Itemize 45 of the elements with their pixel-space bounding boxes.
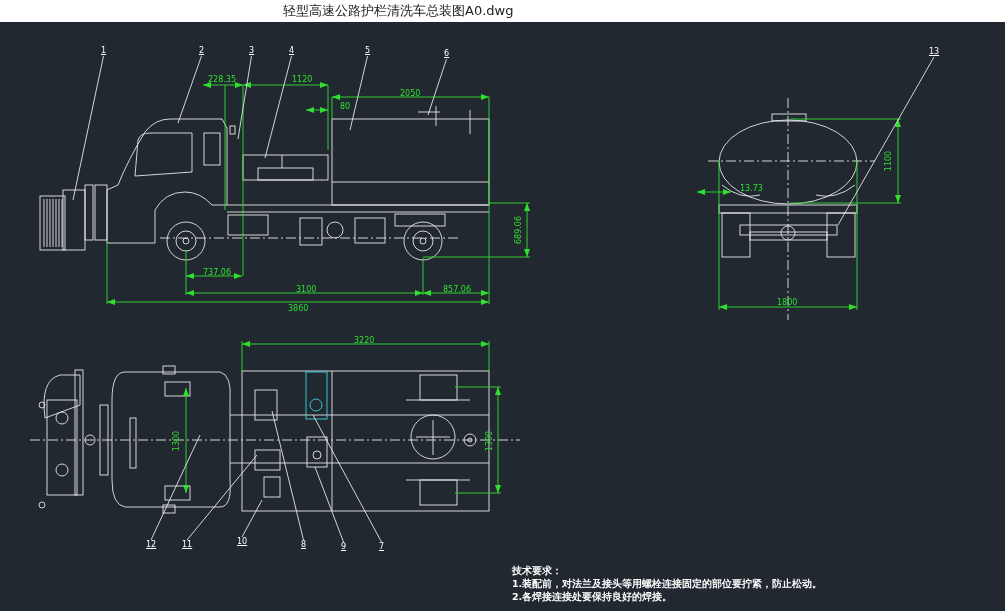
dimension-text: 689.06 xyxy=(513,216,523,244)
callout-number: 3 xyxy=(249,46,255,56)
note-text: 2.各焊接连接处要保持良好的焊接。 xyxy=(512,591,673,602)
dimension-text: 857.06 xyxy=(443,285,471,294)
leader-line xyxy=(312,414,382,543)
leader-line xyxy=(186,454,258,541)
callout-number: 1 xyxy=(101,46,107,56)
dimension-text: 13.73 xyxy=(740,184,763,193)
dimension-text: 228.35 xyxy=(208,75,236,84)
dimension-text: 80 xyxy=(340,102,351,111)
dimension-text: 3220 xyxy=(354,336,375,345)
dimension-text: 1120 xyxy=(292,75,313,84)
leader-line xyxy=(177,55,202,124)
leader-line xyxy=(427,58,447,116)
callout-number: 13 xyxy=(929,47,940,57)
dimension-text: 1300 xyxy=(171,430,181,452)
dimension-text: 3860 xyxy=(288,304,309,313)
dimension-text: 3100 xyxy=(296,285,317,294)
window-title: 轻型高速公路护栏清洗车总装图A0.dwg xyxy=(283,4,514,18)
callout-number: 9 xyxy=(341,542,347,552)
leader-line xyxy=(72,55,104,201)
dimension-text: 737.06 xyxy=(203,268,231,277)
dimension-text: 1300 xyxy=(484,430,494,452)
callout-number: 10 xyxy=(237,537,248,547)
leader-line xyxy=(237,55,252,140)
leader-line xyxy=(837,56,935,226)
leader-line xyxy=(150,434,201,541)
callout-number: 2 xyxy=(199,46,205,56)
leader-line xyxy=(314,466,344,543)
dimension-text: 2050 xyxy=(400,89,421,98)
callout-number: 6 xyxy=(444,49,450,59)
callout-number: 12 xyxy=(146,540,157,550)
callout-number: 4 xyxy=(289,46,295,56)
leader-line xyxy=(264,55,292,159)
dimension-text: 1800 xyxy=(777,298,798,307)
leader-line xyxy=(271,410,304,541)
note-text: 1.装配前，对法兰及接头等用螺栓连接固定的部位要拧紧，防止松动。 xyxy=(512,578,823,589)
note-text: 技术要求： xyxy=(512,565,562,576)
leader-line xyxy=(241,499,263,538)
callout-number: 8 xyxy=(301,540,307,550)
leader-line xyxy=(349,55,368,131)
callout-number: 11 xyxy=(182,540,193,550)
callout-number: 7 xyxy=(379,542,385,552)
dimension-text: 1100 xyxy=(883,150,893,172)
callout-number: 5 xyxy=(365,46,371,56)
